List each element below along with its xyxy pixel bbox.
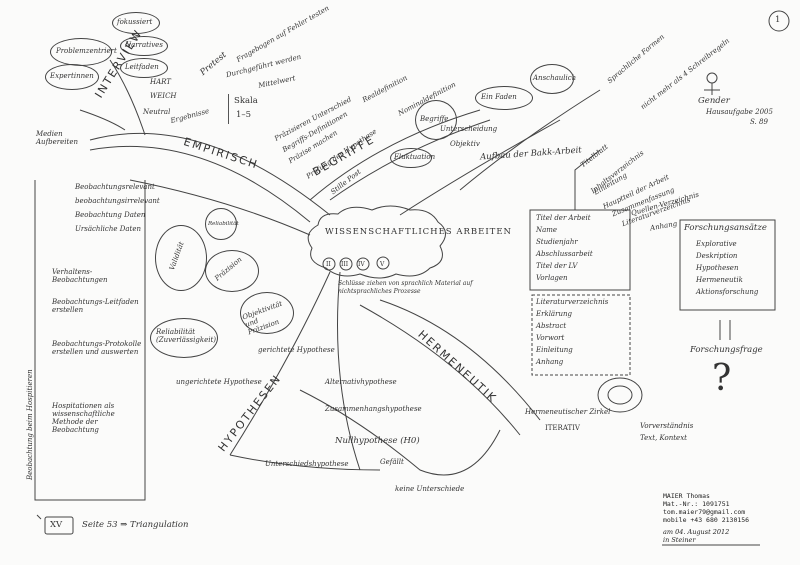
bubble-fluktuation [390, 148, 432, 168]
hypothese-item: keine Unterschiede [395, 485, 465, 493]
stamp-date: am 04. August 2012 [663, 528, 730, 536]
aufbau-dashed-item: Abstract [536, 322, 567, 330]
gender-label: Gender [698, 96, 730, 106]
bubble-label-fluktuation: Fluktuation [394, 153, 436, 161]
bubble-label-objektiv: Objektiv [450, 140, 480, 148]
label-fokussiert: fokussiert [117, 18, 153, 26]
label-leitfaden: Leitfaden [125, 63, 159, 71]
stamp-matnr: Mat.-Nr.: 1091751 [663, 500, 730, 508]
aufbau-dashed-item: Erklärung [536, 310, 572, 318]
aufbau-box: Titel der Arbeit Name Studienjahr Abschl… [530, 210, 630, 290]
center-roman-2: II [326, 261, 331, 268]
hypothese-item: ungerichtete Hypothese [176, 378, 262, 386]
forschung-item: Explorative [696, 240, 737, 248]
hermeneutik-item: Hermeneutischer Zirkel [525, 408, 611, 416]
forschung-item: Hypothesen [696, 264, 739, 272]
methods-item: beobachtungsirrelevant [75, 197, 160, 205]
methods-item: Beobachtungsrelevant [75, 183, 155, 191]
quality-reliabilitaet: Reliabilität [208, 221, 239, 227]
stamp-email: tom.maier79@gmail.com [663, 508, 746, 516]
forschung-item: Aktionsforschung [696, 288, 759, 296]
interview-medien: Medien Aufbereiten [36, 130, 78, 146]
hermeneutik-item: ITERATIV [545, 424, 580, 432]
center-roman-5: V [380, 261, 385, 268]
aufbau-box-item: Vorlagen [536, 274, 568, 282]
left-box-item: Verhaltens-Beobachtungen [52, 268, 108, 284]
methods-item: Beobachtung Daten [75, 211, 146, 219]
center-note: Schlüsse ziehen von sprachlich Material … [338, 280, 473, 295]
vertical-left-label: Beobachtung beim Hospitieren [26, 369, 34, 480]
page-number: 1 [775, 15, 781, 25]
bubble-validitaet [155, 225, 207, 291]
aufbau-box-item: Abschlussarbeit [536, 250, 593, 258]
label-narratives: Narratives [125, 41, 163, 49]
hermeneutik-item: Vorverständnis [640, 422, 694, 430]
center-cloud [307, 205, 446, 279]
label-expertinnen: Expertinnen [50, 72, 94, 80]
aspect-weich: WEICH [150, 92, 177, 100]
aufbau-box-item: Titel der Arbeit [536, 214, 591, 222]
label-problemzentriert: Problemzentriert [56, 47, 117, 55]
skala-range: 1–5 [236, 110, 252, 120]
bubble-reliabilitaet-2 [150, 318, 218, 358]
stamp-name: MAIER Thomas [663, 492, 710, 500]
aufbau-box-item: Titel der LV [536, 262, 578, 270]
gender-ref: S. 89 [750, 118, 768, 126]
hermeneutik-item: Text, Kontext [640, 434, 687, 442]
aufbau-box-item: Studienjahr [536, 238, 578, 246]
bubble-anschaulich [530, 64, 574, 94]
bubble-fokussiert [112, 12, 160, 34]
stamp-mobile: mobile +43 680 2130156 [663, 516, 750, 524]
forschung-title: Forschungsansätze [684, 223, 767, 233]
forschung-question: Forschungsfrage [690, 345, 763, 355]
left-box-item: Beobachtungs-Protokolle erstellen und au… [52, 340, 142, 356]
empirisch-branch-line [89, 132, 331, 216]
bubble-faden [475, 86, 533, 110]
page-number-circle [768, 10, 790, 32]
bubble-expertinnen [45, 64, 99, 90]
hypothese-item: Zusammenhangshypothese [325, 405, 422, 413]
aufbau-dashed-item: Einleitung [536, 346, 573, 354]
bubble-label-faden: Ein Faden [481, 93, 517, 101]
quality-reliabilitaet-2: Reliabilität (Zuverlässigkeit) [156, 328, 217, 344]
hypothese-item: Unterschiedshypothese [265, 460, 349, 468]
hypothese-item: Alternativhypothese [325, 378, 397, 386]
aufbau-dashed-item: Literaturverzeichnis [536, 298, 609, 306]
forschung-item: Deskription [696, 252, 738, 260]
footer-note: Seite 53 ⇒ Triangulation [82, 520, 189, 530]
aufbau-box-item: Name [536, 226, 558, 234]
bubble-leitfaden [120, 58, 168, 78]
bubble-begriffe [415, 100, 457, 140]
bubble-label-unterscheidung: Unterscheidung [440, 125, 498, 133]
bubble-label-begriffe: Begriffe [420, 115, 449, 123]
skala-title: Skala [234, 96, 258, 106]
aspect-hart: HART [150, 78, 171, 86]
footer-roman: XV [50, 520, 63, 530]
hypothese-item: Gefällt [380, 458, 404, 466]
bubble-praezision [205, 250, 259, 292]
methods-item: Ursächliche Daten [75, 225, 141, 233]
left-box-item: Hospitationen als wissenschaftliche Meth… [52, 402, 115, 434]
left-box-item: Beobachtungs-Leitfaden erstellen [52, 298, 139, 314]
aspect-neutral: Neutral [143, 108, 171, 116]
center-title-1: WISSENSCHAFTLICHES ARBEITEN [325, 227, 512, 237]
hypothese-item: Nullhypothese (H0) [335, 436, 420, 446]
author-stamp: MAIER Thomas Mat.-Nr.: 1091751 tom.maier… [663, 492, 749, 544]
bubble-objektivitaet [240, 292, 294, 334]
forschung-item: Hermeneutik [696, 276, 743, 284]
bubble-reliabilitaet [205, 208, 237, 240]
hypothese-item: gerichtete Hypothese [258, 346, 335, 354]
skala-box [228, 94, 269, 124]
bubble-narratives [120, 36, 168, 56]
stamp-place: in Steiner [663, 536, 696, 544]
aufbau-dashed-item: Anhang [536, 358, 564, 366]
center-roman-3: III [341, 261, 349, 268]
gender-note-3: Hausaufgabe 2005 [706, 108, 773, 116]
question-mark: ? [712, 358, 732, 399]
center-roman-4: IV [358, 261, 365, 268]
aufbau-dashed-item: Vorwort [536, 334, 565, 342]
bubble-label-anschaulich: Anschaulich [533, 74, 577, 82]
